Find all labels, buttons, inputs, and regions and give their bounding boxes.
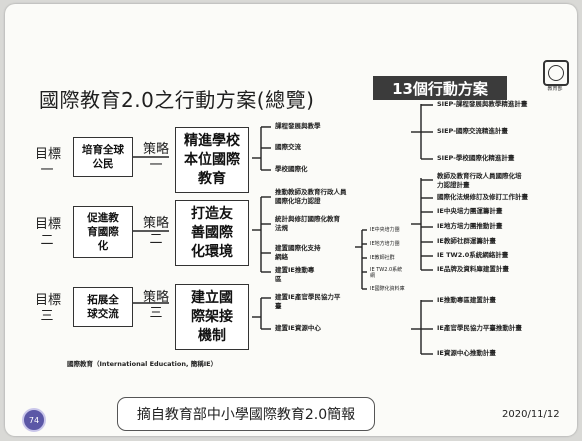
action-plan: SIEP-課程發展與教學精進計畫 <box>437 100 528 108</box>
action-plan: IE品牌及資料庫建置計畫 <box>437 265 509 273</box>
strategy-1-label: 策略 一 <box>142 142 169 173</box>
page-title: 國際教育2.0之行動方案(總覽) <box>39 88 315 112</box>
goal-1-label: 目標 一 <box>35 147 62 178</box>
action-plan: IE中央培力團運籌計畫 <box>437 207 503 215</box>
action-plan-count-badge: 13個行動方案 <box>373 76 507 100</box>
strategy-1-box: 精進學校 本位國際 教育 <box>175 127 249 193</box>
strategy-3-item: 建置IE產官學民協力平 臺 <box>275 293 341 310</box>
support-network-sub: IE TW2.0系統 網 <box>370 267 403 279</box>
logo-emblem-icon <box>548 65 564 81</box>
action-plan: IE TW2.0系統網絡計畫 <box>437 251 509 259</box>
strategy-2-item: 建置國際化支持 網絡 <box>275 244 321 261</box>
goal-2-label: 目標 二 <box>35 217 62 248</box>
strategy-1-item: 課程發展與教學 <box>275 122 321 130</box>
action-plan: SIEP-國際交流精進計畫 <box>437 127 508 135</box>
action-plan: IE推動專區建置計畫 <box>437 296 496 304</box>
support-network-sub: IE地方培力團 <box>370 241 400 247</box>
action-plan: 國際化法規修訂及修訂工作計畫 <box>437 193 528 201</box>
strategy-2-item: 統計與修訂國際化教育 法規 <box>275 215 340 232</box>
strategy-3-label: 策略 三 <box>142 290 169 321</box>
strategy-1-item: 學校國際化 <box>275 165 308 173</box>
action-plan: SIEP-學校國際化精進計畫 <box>437 154 515 162</box>
action-plan: IE資源中心推動計畫 <box>437 349 496 357</box>
strategy-2-item: 推動教師及教育行政人員 國際化培力認證 <box>275 188 347 205</box>
page-number-badge: 74 <box>22 408 46 432</box>
support-network-sub: IE中央培力團 <box>370 227 400 233</box>
goal-3-label: 目標 三 <box>35 293 62 324</box>
strategy-3-item: 建置IE資源中心 <box>275 324 321 332</box>
action-plan: IE地方培力團推動計畫 <box>437 222 503 230</box>
slide: 教育部 國際教育2.0之行動方案(總覽) 13個行動方案 目標 一 培育全球 公… <box>5 4 577 436</box>
support-network-sub: IE教師社群 <box>370 255 395 261</box>
goal-3-box: 拓展全 球交流 <box>73 287 133 327</box>
logo-caption: 教育部 <box>547 86 563 92</box>
footer-citation: 摘自教育部中小學國際教育2.0簡報 <box>117 397 375 431</box>
date-label: 2020/11/12 <box>502 409 560 420</box>
strategy-3-box: 建立國 際架接 機制 <box>175 284 249 350</box>
action-plan: IE教師社群運籌計畫 <box>437 237 496 245</box>
strategy-2-label: 策略 二 <box>142 216 169 247</box>
goal-1-box: 培育全球 公民 <box>73 137 133 177</box>
action-plan: 教師及教育行政人員國際化培 力認證計畫 <box>437 172 522 189</box>
strategy-2-item: 建置IE推動專 區 <box>275 266 315 283</box>
strategy-2-box: 打造友 善國際 化環境 <box>175 200 249 266</box>
source-note: 國際教育（International Education, 簡稱IE） <box>67 360 218 368</box>
goal-2-box: 促進教 育國際 化 <box>73 206 133 258</box>
action-plan: IE產官學民協力平臺推動計畫 <box>437 324 522 332</box>
strategy-1-item: 國際交流 <box>275 143 301 151</box>
support-network-sub: IE國際化資料庫 <box>370 286 405 292</box>
ministry-logo <box>543 60 569 86</box>
connector-lines <box>131 104 433 355</box>
